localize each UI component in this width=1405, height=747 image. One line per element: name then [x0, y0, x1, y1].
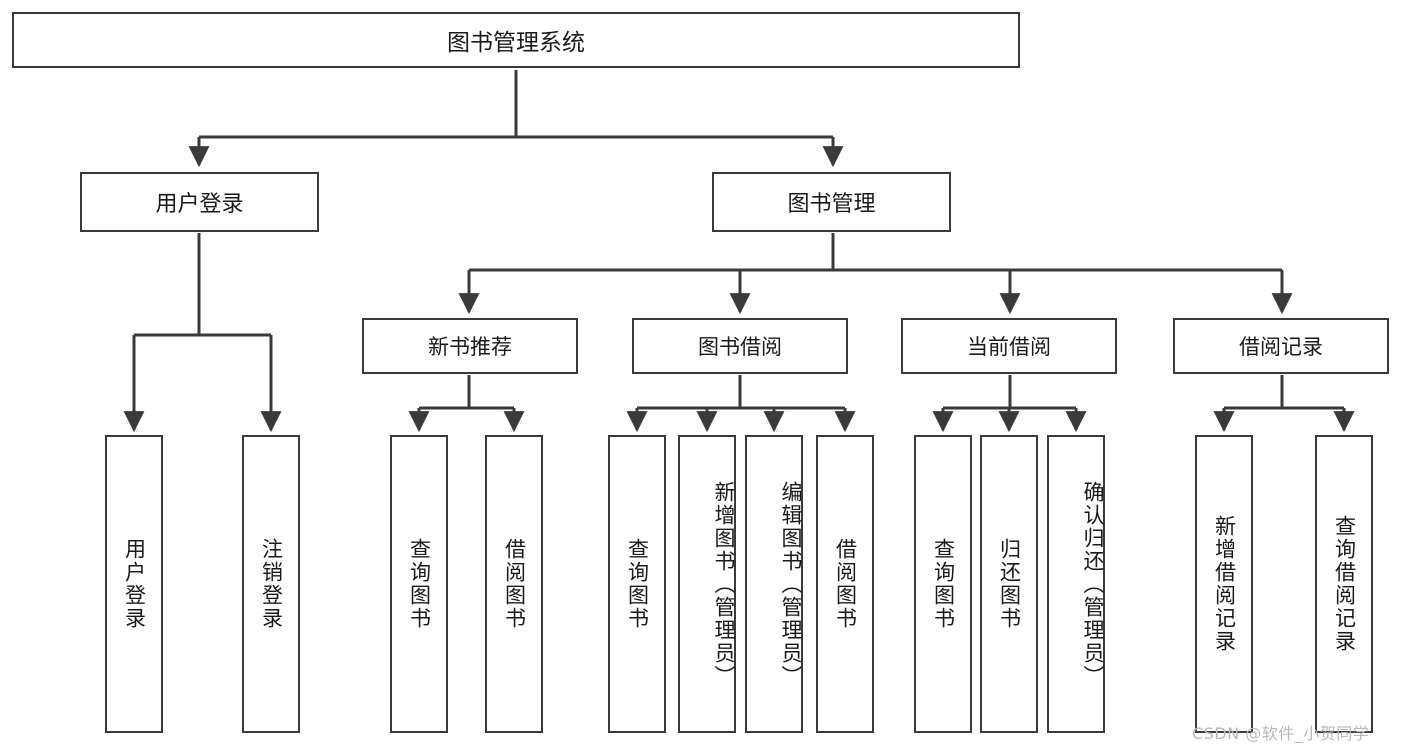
node-label: 用户登录	[155, 192, 244, 217]
leaf-borrow-record-add-record[interactable]: 新增借阅记录	[1195, 435, 1253, 733]
leaf-borrow-record-query-record[interactable]: 查询借阅记录	[1315, 435, 1373, 733]
leaf-current-borrow-return-book[interactable]: 归还图书	[980, 435, 1038, 733]
node-borrow-record[interactable]: 借阅记录	[1173, 318, 1389, 374]
leaf-new-book-borrow-book[interactable]: 借阅图书	[485, 435, 543, 733]
node-label: 图书管理	[787, 192, 876, 217]
node-label: 借阅图书	[502, 538, 527, 630]
node-label: 查询借阅记录	[1332, 515, 1357, 653]
node-book-management[interactable]: 图书管理	[712, 172, 951, 232]
node-user-login[interactable]: 用户登录	[80, 172, 319, 232]
node-label: 编辑图书（管理员）	[779, 480, 803, 688]
leaf-user-login-logout[interactable]: 注销登录	[242, 435, 300, 733]
watermark-text: CSDN @软件_小贺同学	[1192, 724, 1370, 743]
csdn-watermark: CSDN @软件_小贺同学	[1192, 720, 1369, 744]
node-label: 新书推荐	[428, 335, 512, 359]
leaf-book-borrow-query-book[interactable]: 查询图书	[608, 435, 666, 733]
node-new-book-recommend[interactable]: 新书推荐	[362, 318, 578, 374]
leaf-user-login-login[interactable]: 用户登录	[105, 435, 163, 733]
leaf-book-borrow-edit-book-admin[interactable]: 编辑图书（管理员）	[745, 435, 803, 733]
leaf-book-borrow-borrow-book[interactable]: 借阅图书	[816, 435, 874, 733]
node-label: 当前借阅	[967, 335, 1051, 359]
node-label: 图书借阅	[698, 335, 782, 359]
leaf-current-borrow-query-book[interactable]: 查询图书	[914, 435, 972, 733]
leaf-book-borrow-add-book-admin[interactable]: 新增图书（管理员）	[678, 435, 736, 733]
node-label: 借阅记录	[1239, 335, 1323, 359]
node-book-borrow[interactable]: 图书借阅	[632, 318, 848, 374]
node-label: 查询图书	[931, 538, 956, 630]
node-root-book-management-system[interactable]: 图书管理系统	[12, 12, 1020, 68]
node-label: 借阅图书	[833, 538, 858, 630]
node-label: 查询图书	[625, 538, 650, 630]
node-label: 注销登录	[259, 538, 284, 630]
leaf-new-book-query-book[interactable]: 查询图书	[390, 435, 448, 733]
node-label: 确认归还（管理员）	[1081, 480, 1105, 688]
node-label: 查询图书	[407, 538, 432, 630]
node-label: 新增借阅记录	[1212, 515, 1237, 653]
node-label: 图书管理系统	[447, 30, 585, 56]
node-label: 新增图书（管理员）	[712, 480, 736, 688]
node-current-borrow[interactable]: 当前借阅	[901, 318, 1117, 374]
leaf-current-borrow-confirm-return-admin[interactable]: 确认归还（管理员）	[1047, 435, 1105, 733]
node-label: 用户登录	[122, 538, 147, 630]
node-label: 归还图书	[997, 538, 1022, 630]
